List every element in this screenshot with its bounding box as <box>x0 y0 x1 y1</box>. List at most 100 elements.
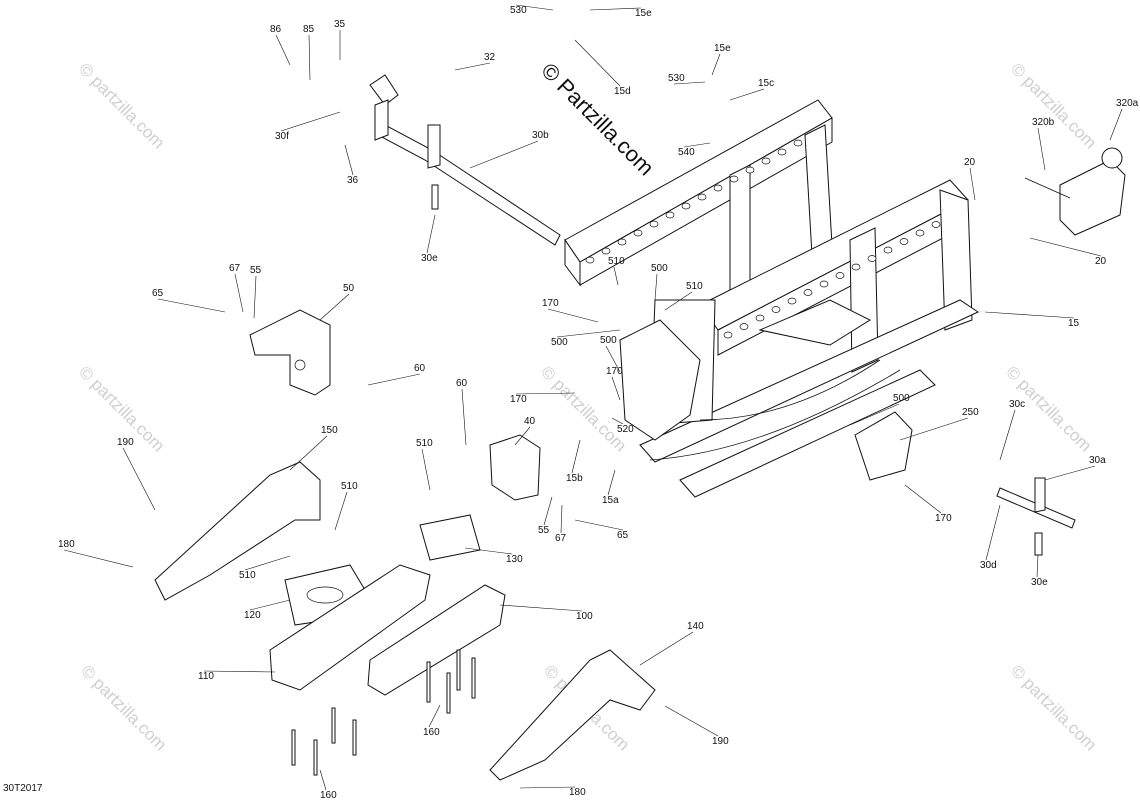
callout-c110: 110 <box>198 671 214 682</box>
leader-c510_d <box>334 491 348 531</box>
callout-c530_b: 530 <box>668 73 685 84</box>
callout-c170_a: 170 <box>542 298 559 309</box>
rail-holes <box>585 139 941 339</box>
rail-hole <box>755 314 765 322</box>
leader-c130 <box>464 547 513 555</box>
bolts-160-part <box>291 649 476 776</box>
callout-c250: 250 <box>962 407 979 418</box>
rail-110-part <box>269 564 431 691</box>
rail-hole <box>633 229 643 237</box>
rail-hole <box>793 139 803 147</box>
callout-c140: 140 <box>687 621 704 632</box>
leader-c170_a <box>547 308 599 323</box>
callout-c500_c: 500 <box>600 335 617 346</box>
bracket-50-part <box>249 309 331 396</box>
rail-hole <box>665 211 675 219</box>
leader-c510_c <box>421 448 431 491</box>
leader-c36 <box>344 144 354 176</box>
callout-c86: 86 <box>270 24 282 35</box>
rail-hole <box>697 193 707 201</box>
callout-c30b: 30b <box>532 130 549 141</box>
leader-c30b <box>469 140 539 169</box>
callout-c510_a: 510 <box>608 256 625 267</box>
callout-c510_d: 510 <box>341 481 358 492</box>
callout-c510_c: 510 <box>416 438 433 449</box>
callout-c30a: 30a <box>1089 455 1106 466</box>
rail-hole <box>835 272 845 279</box>
leader-c500_a <box>654 273 658 301</box>
arm-140-part <box>489 649 656 781</box>
leader-c160_a <box>428 704 441 728</box>
callout-c320a: 320a <box>1116 98 1139 109</box>
callout-c190_b: 190 <box>712 736 729 747</box>
leader-c30a <box>1044 465 1096 481</box>
leader-c67_b <box>560 504 563 534</box>
callout-c60_a: 60 <box>414 363 426 374</box>
rail-hole <box>649 220 659 228</box>
callout-c15: 15 <box>1068 318 1080 329</box>
callout-c520: 520 <box>617 424 634 435</box>
callout-c15e_b: 15e <box>714 43 731 54</box>
leader-c15c <box>729 88 765 101</box>
watermark-top-left: © partzilla.com <box>75 59 168 152</box>
callout-c100: 100 <box>576 611 593 622</box>
rod-30a-part <box>996 477 1076 556</box>
rail-hole <box>723 331 733 339</box>
callout-c65_a: 65 <box>152 288 164 299</box>
callout-c510_b: 510 <box>686 281 703 292</box>
leader-c32 <box>454 62 491 71</box>
callout-c320b: 320b <box>1032 117 1055 128</box>
leader-c20_a <box>969 167 976 201</box>
leader-c160_b <box>319 769 327 791</box>
leader-c15 <box>984 311 1075 319</box>
leader-c15a <box>607 469 616 496</box>
leader-c55_b <box>543 496 553 526</box>
guard-250-part <box>854 411 913 481</box>
leader-c67_a <box>234 273 244 313</box>
leader-c30f <box>280 111 341 132</box>
leader-c530_b <box>673 81 706 85</box>
leader-c30e_b <box>1036 554 1039 578</box>
callout-c67_b: 67 <box>555 533 567 544</box>
leader-c180_a <box>63 549 134 568</box>
rail-hole <box>867 255 877 262</box>
leader-c170_b <box>515 392 576 395</box>
watermark-top-right: © partzilla.com <box>1007 59 1100 152</box>
rail-hole <box>777 148 787 156</box>
leader-c320a <box>1109 108 1123 141</box>
callout-c30e_a: 30e <box>421 253 438 264</box>
rail-hole <box>931 221 941 228</box>
rail-hole <box>819 280 829 288</box>
leader-c520 <box>611 417 624 425</box>
callout-c67_a: 67 <box>229 263 241 274</box>
leader-c500_d <box>849 403 900 426</box>
leader-c40 <box>514 426 531 446</box>
callout-c60_b: 60 <box>456 378 468 389</box>
rail-hole <box>771 306 781 313</box>
rail-100-part <box>367 584 506 696</box>
leader-c110 <box>203 670 276 673</box>
callout-c130: 130 <box>506 554 523 565</box>
rail-hole <box>787 297 797 305</box>
callout-c15c: 15c <box>758 78 774 89</box>
leader-c320b <box>1037 127 1046 171</box>
callout-c20_b: 20 <box>1095 256 1107 267</box>
leader-c190_b <box>664 705 719 737</box>
leader-c50 <box>319 293 350 321</box>
callout-c500_b: 500 <box>551 337 568 348</box>
leader-c510_a <box>613 266 619 286</box>
watermark-bottom-left: © partzilla.com <box>77 661 170 754</box>
rail-hole <box>883 246 893 254</box>
callout-c15d: 15d <box>614 86 631 97</box>
arm-150-part <box>154 461 321 601</box>
callout-c20_a: 20 <box>964 157 976 168</box>
callout-c150: 150 <box>321 425 338 436</box>
bracket-40-part <box>489 434 541 501</box>
callout-c15b: 15b <box>566 473 583 484</box>
callout-c85: 85 <box>303 24 315 35</box>
hitch-part <box>1024 147 1126 236</box>
rail-hole <box>915 229 925 237</box>
